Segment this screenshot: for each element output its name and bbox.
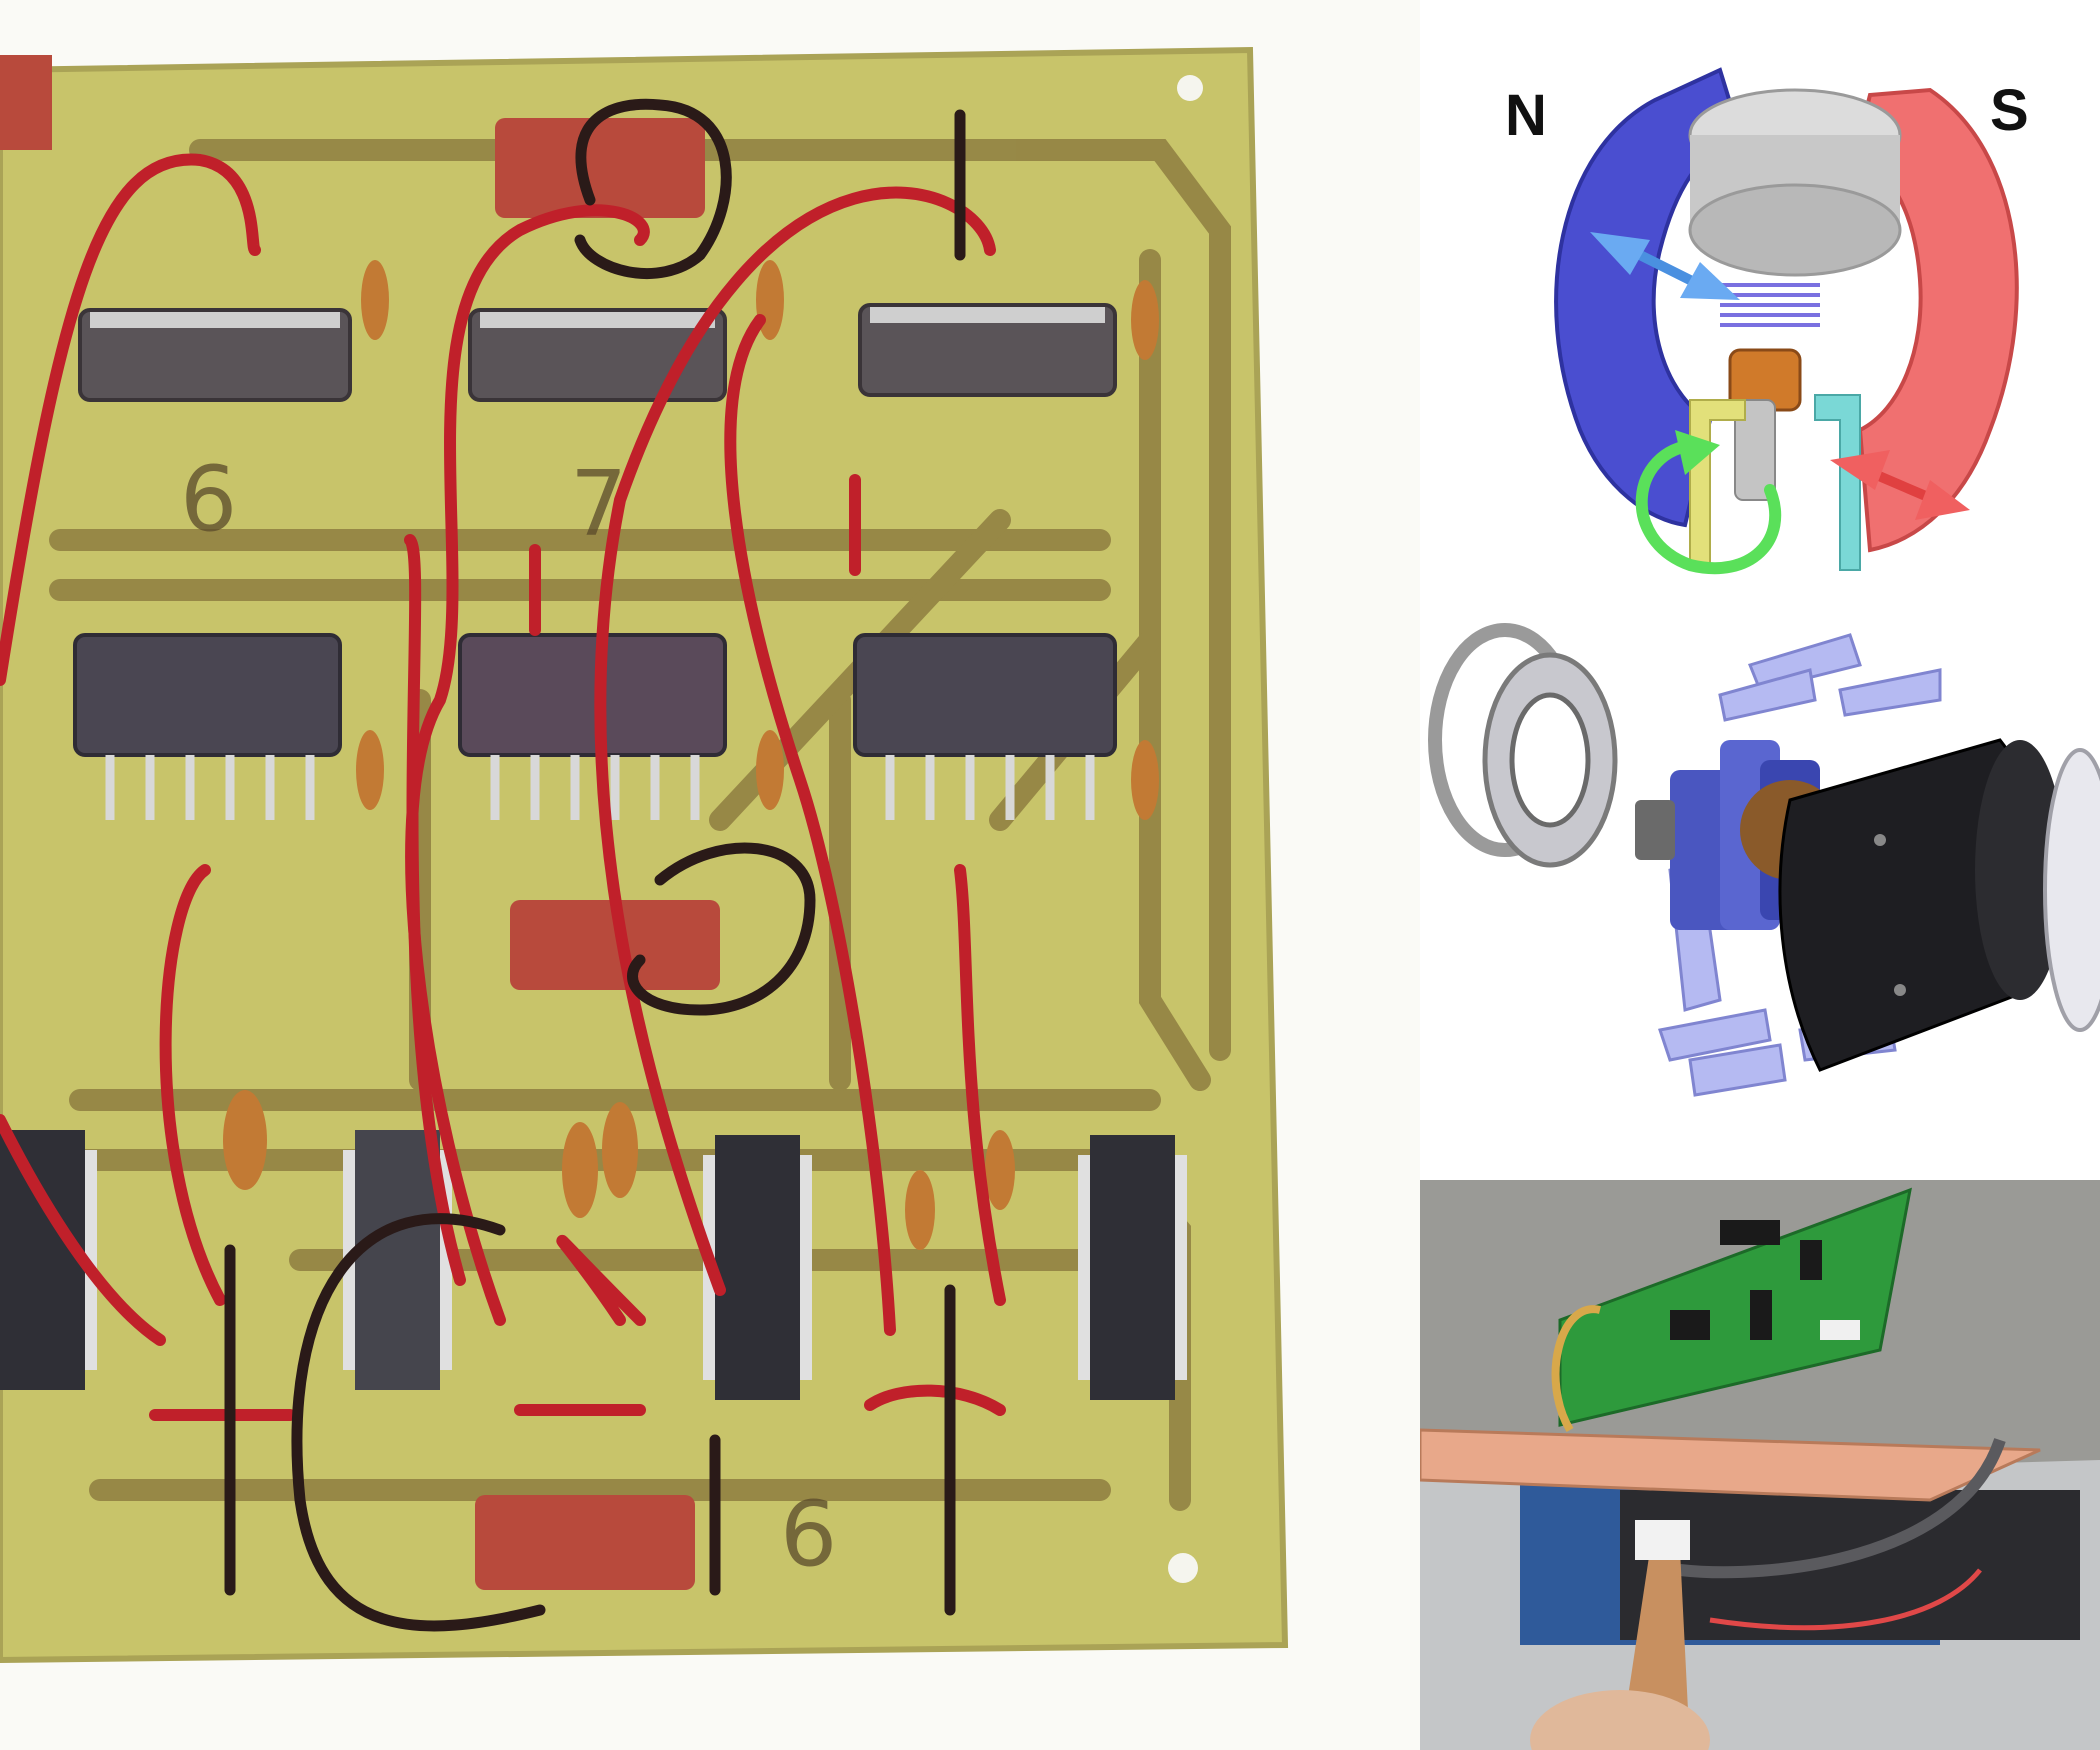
red-white-wire: [1709, 1568, 1982, 1631]
board-marking-6: 6: [180, 447, 237, 552]
controller-hardware-photo: [1420, 1180, 2100, 1750]
bearing-inner: [1509, 692, 1591, 828]
end-plate: [2043, 748, 2100, 1032]
power-ic-row-middle: [73, 633, 1117, 820]
grey-cable: [1679, 1438, 2006, 1579]
board-marking-6-bottom: 6: [780, 1482, 837, 1587]
copper-plate: [1420, 1428, 2041, 1502]
ceramic-capacitors: [223, 260, 1159, 1250]
rotation-arrow-head: [1675, 430, 1720, 475]
rotation-arrow: [1635, 439, 1782, 575]
pin-header: [0, 55, 720, 1590]
exploded-motor-render: [1420, 590, 2100, 1180]
south-magnet: [1852, 87, 2019, 553]
capacitor-bank: [1620, 1490, 2080, 1640]
mounting-hole: [1177, 75, 1203, 101]
white-connector: [1635, 1520, 1690, 1560]
motor-cutaway-diagram: N S: [1420, 0, 2100, 590]
shaft: [1734, 399, 1776, 501]
black-jumper-wires: [224, 98, 966, 1632]
pcb-photo: 6 7 6: [0, 46, 1289, 1664]
motor-can-face: [1975, 740, 2065, 1000]
rotor-bottom: [1688, 183, 1902, 277]
power-ic-row-top: [78, 303, 1117, 402]
red-jumper-wires: [0, 153, 1006, 1421]
board-marking-7: 7: [570, 452, 627, 557]
mounting-hole: [1168, 1553, 1198, 1583]
north-pole-label: N: [1505, 83, 1547, 148]
finger: [1530, 1690, 1710, 1750]
flux-arrow-red: [1830, 450, 1970, 520]
yellow-wire: [1551, 1305, 1601, 1433]
cyan-brush: [1814, 394, 1861, 571]
board-components: [1670, 1220, 1822, 1340]
connector: [1820, 1320, 1860, 1340]
motor-shaft: [1635, 800, 1675, 860]
south-pole-label: S: [1990, 78, 2029, 143]
exploded-illustration: [1428, 623, 2100, 1097]
armature-coil: [1720, 283, 1820, 327]
motor-illustration: N S: [1505, 67, 2029, 575]
hardware-illustration: [1420, 1180, 2100, 1750]
pcb-illustration: 6 7 6: [0, 46, 1289, 1664]
flux-arrow-blue: [1590, 232, 1740, 300]
